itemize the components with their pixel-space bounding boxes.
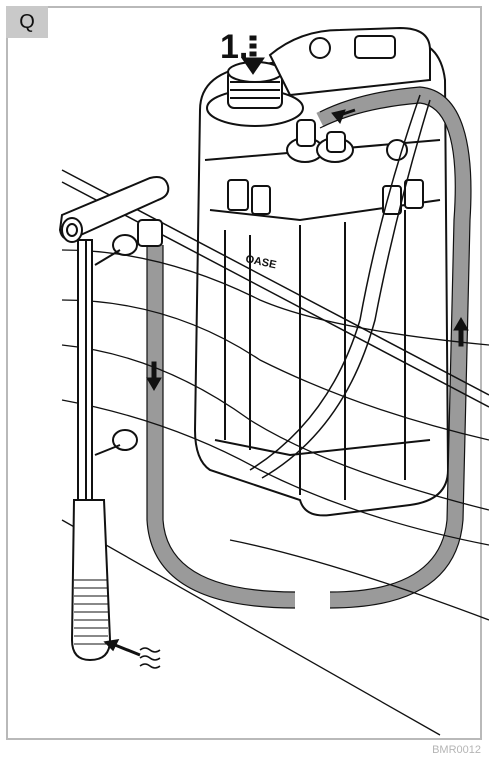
filter-handle bbox=[268, 26, 431, 97]
flow-arrow-down-icon bbox=[146, 361, 162, 391]
press-arrow-icon bbox=[241, 35, 265, 75]
flow-arrow-up-icon bbox=[453, 317, 469, 347]
hoses bbox=[147, 86, 472, 608]
intake-pipe bbox=[58, 176, 170, 662]
inner-hose-loop bbox=[249, 94, 431, 479]
hose-connectors bbox=[286, 119, 408, 163]
flow-arrow-left-icon bbox=[331, 108, 356, 124]
figure-frame bbox=[6, 6, 482, 740]
figure-reference-code: BMR0012 bbox=[432, 744, 481, 756]
tank-floor bbox=[61, 519, 441, 736]
water-intake-arrow-icon bbox=[103, 639, 161, 669]
step-number-label: 1. bbox=[220, 28, 249, 66]
water-lines bbox=[61, 249, 489, 621]
panel-label: Q bbox=[6, 6, 48, 38]
canister-filter: OASE bbox=[193, 38, 450, 517]
hose-outlines bbox=[146, 86, 472, 609]
